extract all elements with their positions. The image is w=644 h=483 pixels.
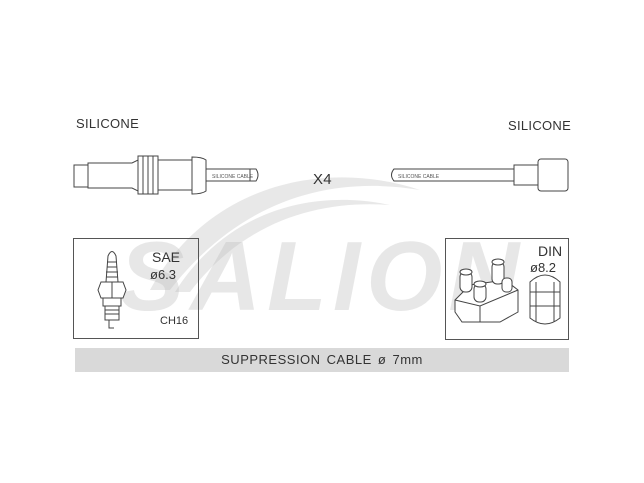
din-terminal-box: DIN ø8.2 [445, 238, 569, 340]
watermark-text: SALION [119, 221, 525, 331]
left-cable-print: SILICONE CABLE [212, 174, 254, 180]
right-material-label: SILICONE [508, 118, 572, 133]
sae-spark-plug-icon [97, 251, 127, 329]
din-name: DIN [538, 243, 563, 259]
sae-diameter: ø6.3 [150, 267, 177, 282]
left-material-label: SILICONE [76, 116, 140, 131]
sae-terminal-box: SAE ø6.3 CH16 [73, 238, 199, 339]
suppression-cable-bar: SUPPRESSION CABLE ø 7mm [75, 348, 569, 372]
suppression-cable-text: SUPPRESSION CABLE ø 7mm [221, 352, 423, 367]
sae-name: SAE [152, 249, 181, 265]
right-cable-print: SILICONE CABLE [398, 174, 440, 180]
quantity-label: X4 [313, 171, 332, 188]
left-boot-connector [73, 155, 207, 195]
din-terminal-icon [454, 258, 561, 325]
right-boot-connector [513, 158, 569, 192]
din-diameter: ø8.2 [530, 260, 557, 275]
sae-code: CH16 [160, 315, 189, 327]
left-cable [205, 168, 259, 182]
right-cable [391, 168, 515, 182]
